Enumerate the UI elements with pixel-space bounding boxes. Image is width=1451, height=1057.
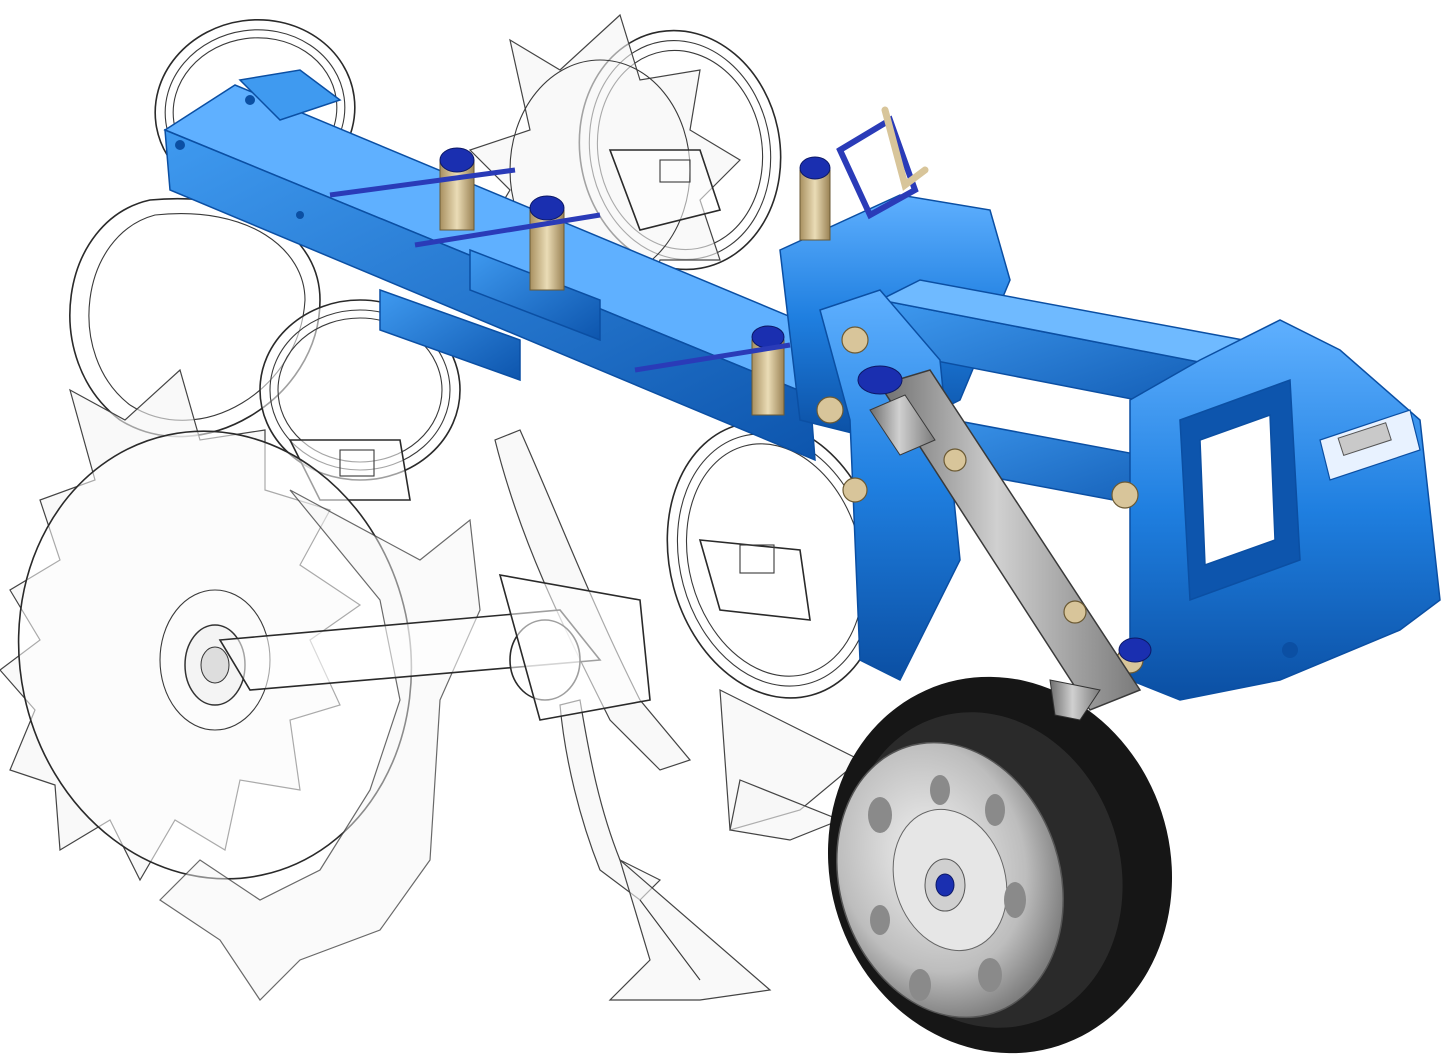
adjust-bolt-2 bbox=[414, 195, 601, 291]
adjust-bolt-1 bbox=[329, 147, 516, 231]
notched-coulter-disc bbox=[0, 368, 481, 1001]
sweep-point-rear bbox=[729, 779, 842, 841]
adjust-bolt-3 bbox=[634, 325, 791, 416]
depth-cylinder bbox=[816, 365, 1152, 711]
disc-arm bbox=[218, 573, 651, 721]
gauge-wheel bbox=[827, 676, 1173, 1054]
lock-pin-handle bbox=[836, 106, 929, 220]
adjust-bolt-4 bbox=[799, 156, 831, 241]
sweep-point-front bbox=[608, 858, 772, 1001]
spring-clamp-front bbox=[698, 539, 811, 621]
spring-coil-middle bbox=[259, 299, 461, 481]
spring-clamp-rear bbox=[608, 149, 722, 231]
mount-bracket-front bbox=[1129, 319, 1441, 701]
